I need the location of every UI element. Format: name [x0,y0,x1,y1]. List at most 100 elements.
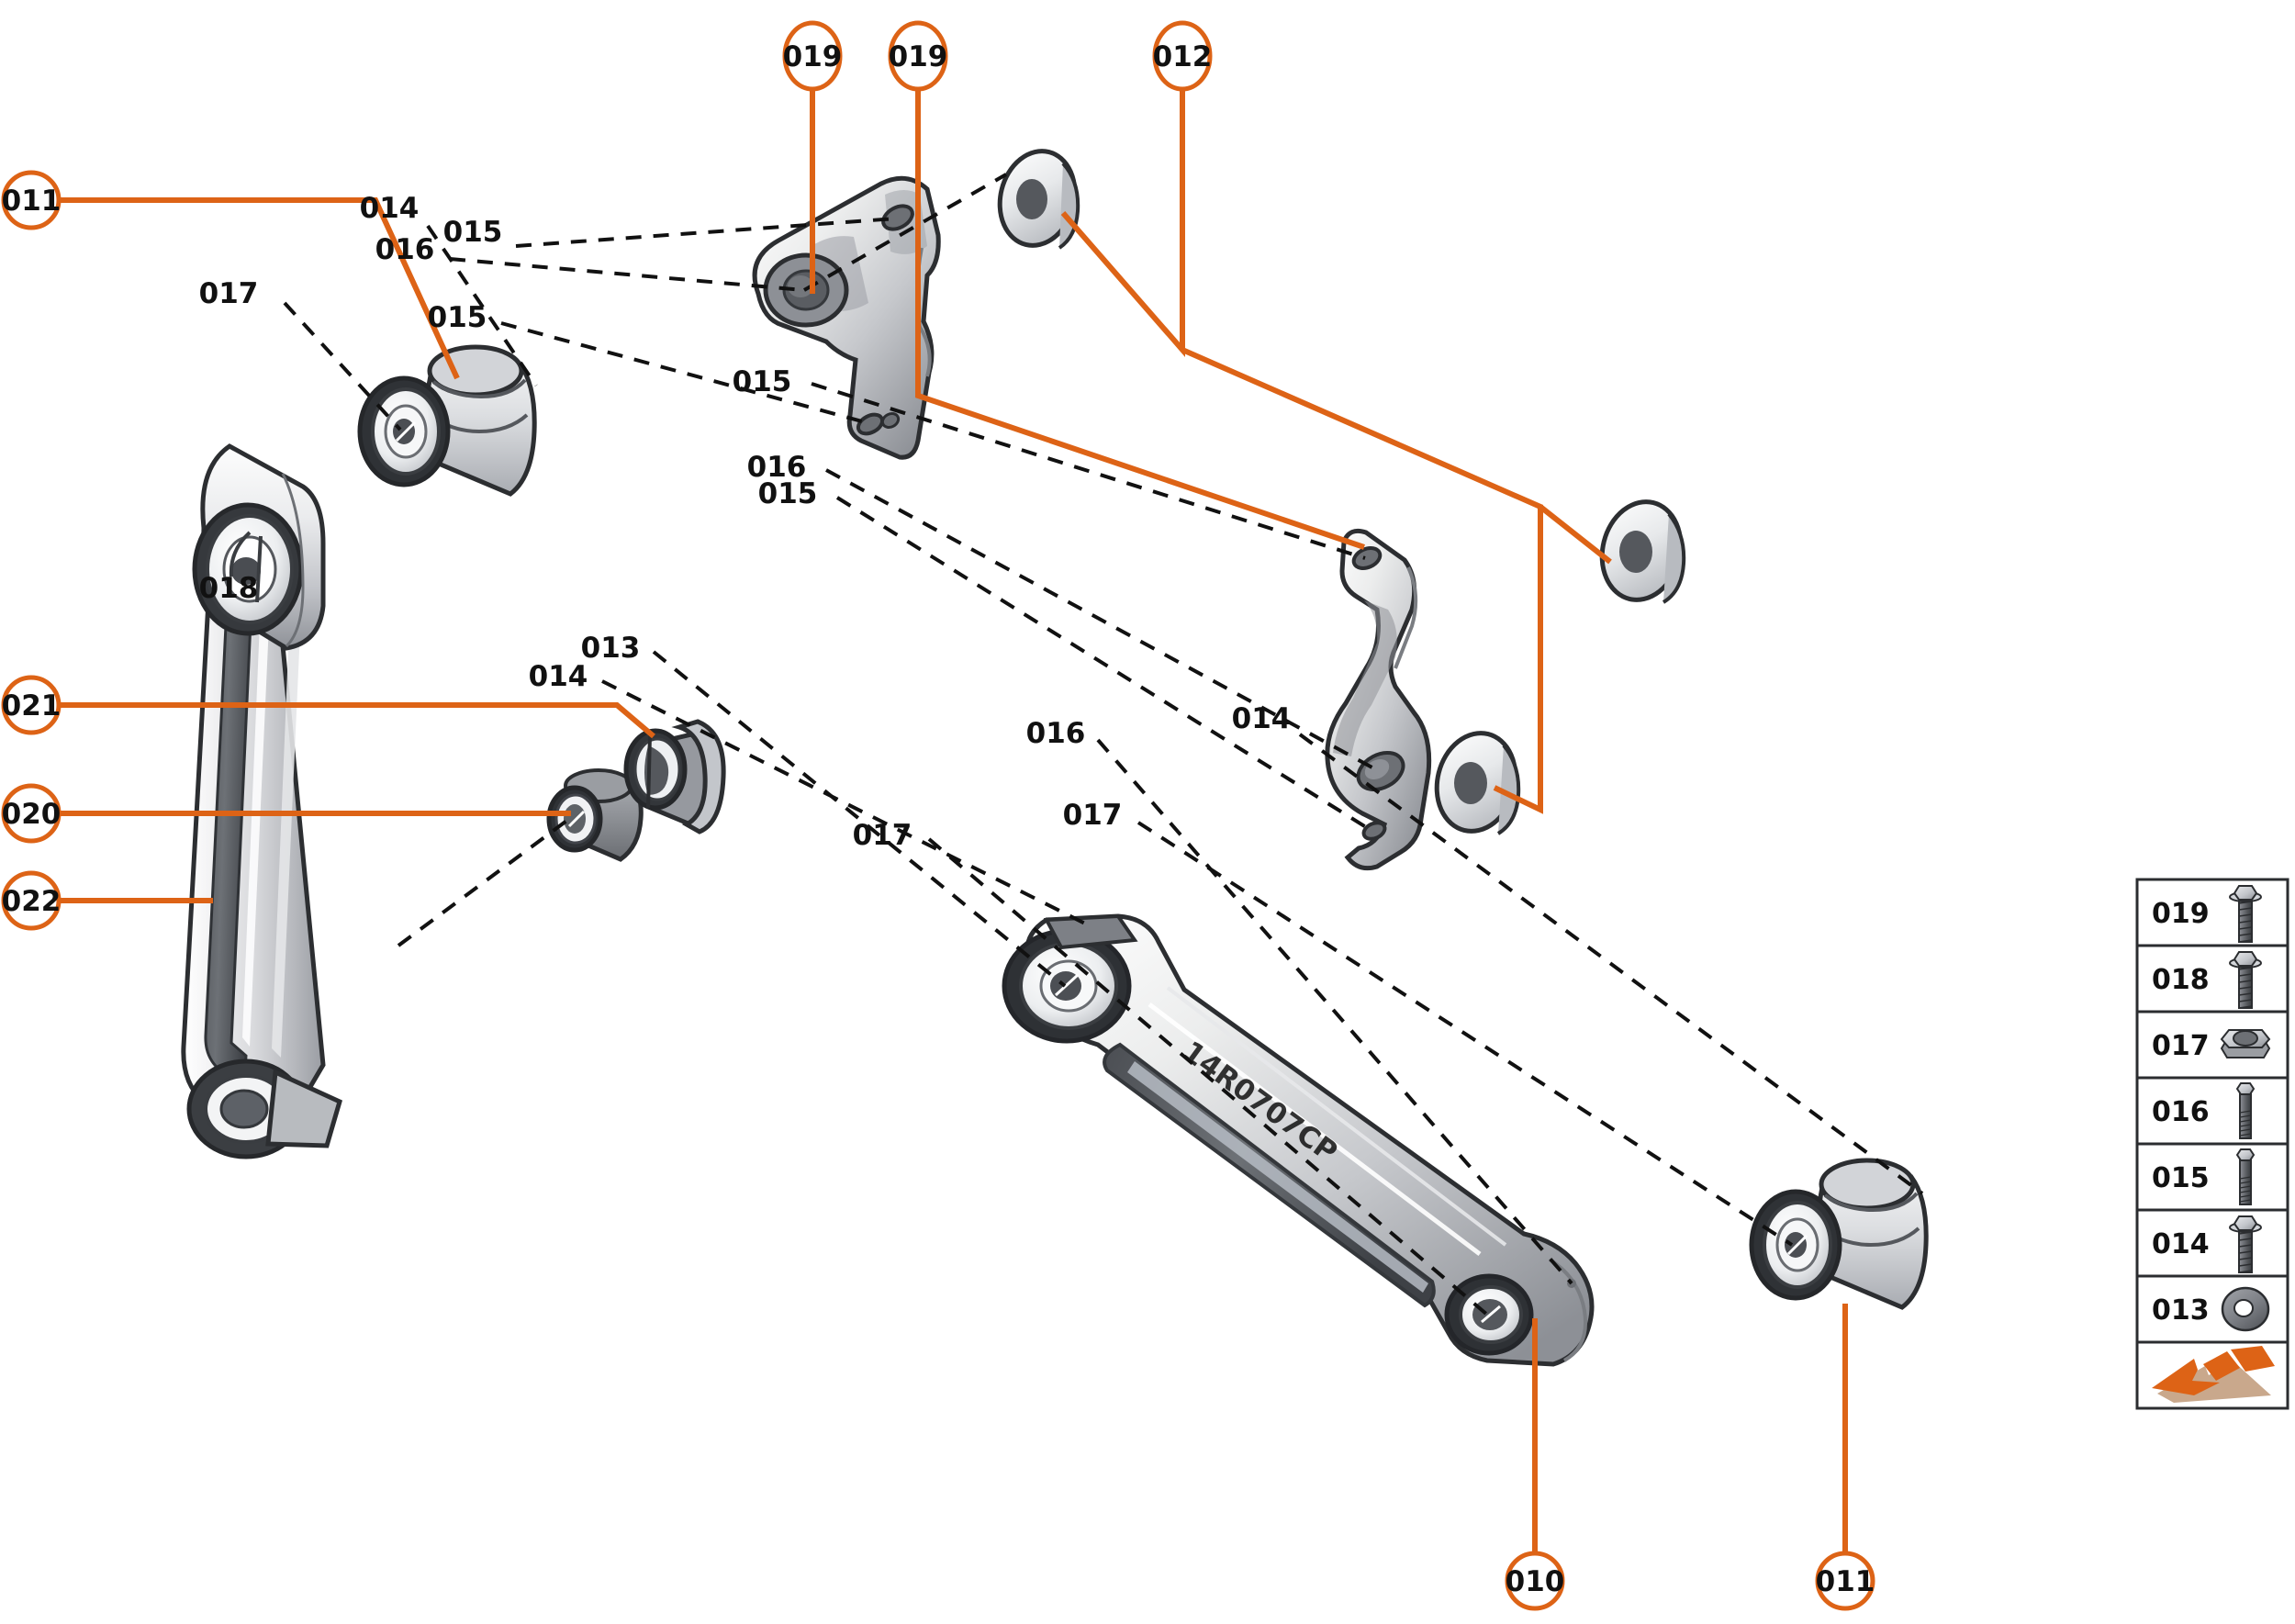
leader-016-lever-centre [825,468,1380,773]
callout-bubble-outline [888,20,948,92]
legend-row-border [2135,878,2289,947]
leader-015-bracket-lower [500,321,873,426]
callout-bubble-outline [1,783,62,844]
callout-bubble-outline [782,20,843,92]
callout-label: 011 [2,185,62,218]
legend-number: 017 [2152,1030,2210,1062]
legend-row-border [2135,1208,2289,1278]
callout-019-1[interactable]: 019 [888,20,948,92]
callout-label: 020 [2,798,62,831]
part-bushing-bottom-right [1749,1158,1929,1310]
hex-bolt-long-icon [2235,1148,2256,1205]
brand-arrow-logo [2152,1346,2275,1403]
callout-021-4[interactable]: 021 [1,675,62,735]
part-label-016: 016 [747,451,807,484]
legend-row-border [2135,944,2289,1014]
connector-011-top [59,197,460,380]
legend-number: 019 [2152,898,2210,930]
callout-020-5[interactable]: 020 [1,783,62,844]
callout-011-8[interactable]: 011 [1815,1551,1875,1611]
callout-bubble-outline [1,870,62,931]
leader-015-lever-bottom [835,496,1375,834]
callout-bubble-outline [1505,1551,1565,1611]
leader-016-arm-boss [1096,738,1573,1285]
part-washer-right-upper [1599,499,1686,604]
leader-017-upper-left [283,301,402,431]
callout-bubble-outline [1,675,62,735]
legend-row-014[interactable]: 014 [2135,1208,2289,1278]
part-label-015: 015 [733,365,792,398]
legend-row-016[interactable]: 016 [2135,1076,2289,1146]
part-bushing-upper-left [357,344,537,497]
leader-014-upper-left [426,224,538,387]
leader-018-sleeve [397,817,571,947]
callout-label: 019 [783,40,843,73]
callout-012-2[interactable]: 012 [1152,20,1213,92]
legend-row-013[interactable]: 013 [2135,1274,2289,1344]
callout-label: 011 [1816,1565,1875,1598]
callout-011-3[interactable]: 011 [1,170,62,230]
part-label-015: 015 [428,301,487,334]
callout-label: 012 [1153,40,1213,73]
connector-019-b [915,89,1365,550]
part-label-014: 014 [1232,702,1292,735]
connector-012-branch [1181,347,1543,814]
legend-number: 013 [2152,1294,2210,1327]
leader-013-arm-eye [652,650,1067,988]
legend-number: 014 [2152,1228,2210,1260]
callout-022-6[interactable]: 022 [1,870,62,931]
callout-label: 019 [889,40,948,73]
callout-010-7[interactable]: 010 [1505,1551,1565,1611]
leader-014-arm-boss [601,679,1093,929]
connector-021 [59,702,655,739]
part-upper-left-link-arm [181,443,343,1159]
callout-label: 021 [2,689,62,722]
part-label-017: 017 [853,819,912,852]
leader-017-arm-eye [927,837,1489,1316]
leader-014-bushing-right [1298,733,1924,1195]
legend-number: 016 [2152,1096,2210,1128]
legend-row-015[interactable]: 015 [2135,1142,2289,1212]
part-flanged-bushing-021 [623,719,726,834]
part-s-lever-bracket [1325,528,1432,871]
leader-015-bracket-upper [515,217,897,248]
flange-bolt-icon [2229,885,2262,943]
flange-bolt-icon [2229,951,2262,1009]
callout-label: 010 [1506,1565,1565,1598]
legend-row-017[interactable]: 017 [2135,1010,2289,1080]
part-label-014: 014 [360,192,420,225]
part-label-015: 015 [443,216,503,249]
part-lower-control-arm: 14R0707CP [1002,913,1595,1367]
leader-015-lever-top [811,382,1366,560]
part-label-015: 015 [758,477,818,510]
leader-017-bushing-right [1136,821,1794,1247]
legend-row-018[interactable]: 018 [2135,944,2289,1014]
legend-row-019[interactable]: 019 [2135,878,2289,947]
callout-019-0[interactable]: 019 [782,20,843,92]
hex-bolt-long-icon [2235,1082,2256,1139]
callout-bubble-outline [1815,1551,1875,1611]
callout-bubble-outline [1,170,62,230]
part-label-017: 017 [199,277,259,310]
legend-row-logo[interactable] [2135,1340,2289,1410]
callout-bubble-outline [1152,20,1213,92]
connector-012-to-right-washer [1539,504,1612,565]
part-label-013: 013 [581,632,641,665]
part-label-016: 016 [375,233,435,266]
legend-number: 018 [2152,964,2210,996]
part-sleeve-020 [546,768,644,862]
hex-flange-nut-icon [2220,1029,2271,1058]
part-label-017: 017 [1063,799,1123,832]
callout-label: 022 [2,885,62,918]
flange-bolt-icon [2229,1215,2262,1273]
legend-number: 015 [2152,1162,2210,1194]
legend-row-border [2135,1076,2289,1146]
leader-016-bracket [449,173,1007,292]
part-label-014: 014 [529,660,588,693]
